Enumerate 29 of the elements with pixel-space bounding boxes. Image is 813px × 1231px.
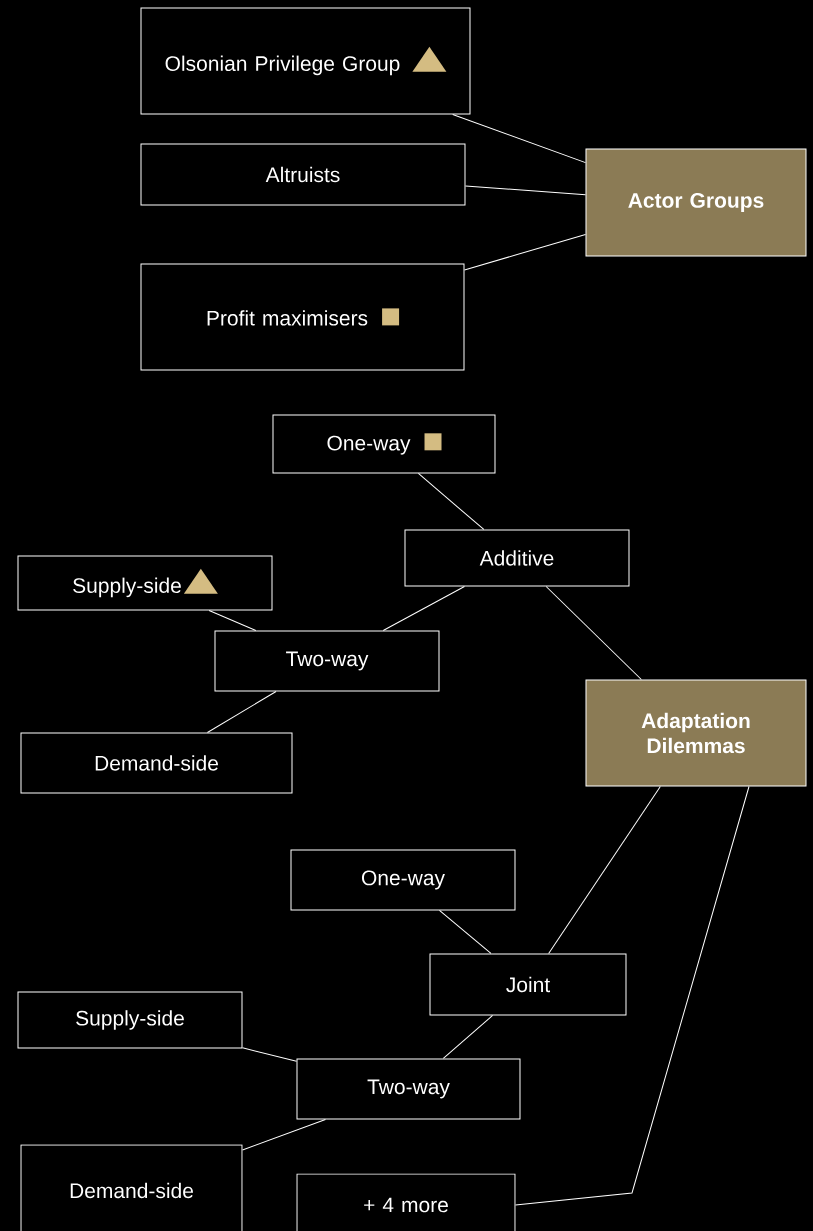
text-box: Joint bbox=[429, 953, 627, 1016]
connector-line bbox=[515, 786, 750, 1206]
text-box: Two-way bbox=[214, 630, 440, 692]
connector-line bbox=[465, 185, 586, 196]
connector-line bbox=[242, 1119, 326, 1151]
text-box: Altruists bbox=[140, 143, 466, 206]
text-box: Supply-side bbox=[17, 555, 273, 611]
text-box: Demand-side bbox=[20, 732, 293, 794]
connector-line bbox=[464, 234, 586, 271]
connector-line bbox=[442, 1015, 494, 1059]
connector-line bbox=[417, 473, 485, 530]
category-box: Actor Groups bbox=[585, 148, 807, 257]
text-box: + 4 more bbox=[296, 1173, 516, 1231]
category-box: Adaptation Dilemmas bbox=[585, 679, 807, 787]
connector-line bbox=[545, 586, 642, 680]
text-box: Demand-side bbox=[20, 1144, 243, 1231]
connector-line bbox=[206, 691, 277, 733]
connector-line bbox=[438, 910, 492, 954]
connector-line bbox=[548, 786, 661, 954]
text-box: Olsonian Privilege Group bbox=[140, 7, 471, 115]
connector-line bbox=[382, 586, 465, 631]
text-box: Two-way bbox=[296, 1058, 521, 1120]
connector-line bbox=[452, 114, 586, 164]
text-box: Profit maximisers bbox=[140, 263, 465, 371]
text-box: One-way bbox=[290, 849, 516, 911]
text-box: Supply-side bbox=[17, 991, 243, 1049]
connector-line bbox=[242, 1047, 297, 1062]
text-box: Additive bbox=[404, 529, 630, 587]
text-box: One-way bbox=[272, 414, 496, 474]
